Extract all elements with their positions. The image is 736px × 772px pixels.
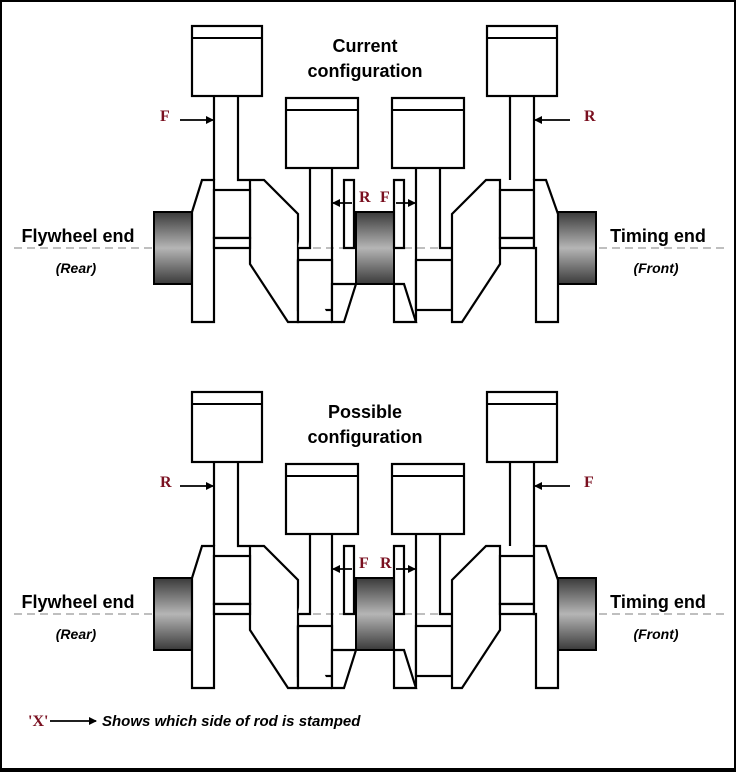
main-journal-1 — [153, 211, 193, 285]
crank-web-3-right — [450, 544, 502, 690]
crankpin-1 — [212, 554, 252, 606]
crankpin-3 — [414, 258, 454, 312]
stamp-mark-rod-3: F — [380, 189, 390, 206]
diagram-title-line-2: configuration — [308, 61, 423, 81]
crank-web-1-left — [190, 544, 216, 690]
piston-1 — [190, 390, 264, 464]
crankpin-4-cap — [498, 602, 536, 616]
flywheel-end-label: Flywheel end — [21, 592, 134, 612]
legend-symbol: 'X' — [28, 713, 48, 730]
crank-web-3-tab — [392, 178, 406, 250]
crank-web-4 — [532, 544, 560, 690]
legend: 'X' Shows which side of rod is stamped — [28, 713, 361, 730]
rear-label: (Rear) — [56, 626, 97, 642]
piston-2 — [284, 462, 360, 536]
crank-web-3-tab — [392, 544, 406, 616]
stamp-mark-rod-4: R — [584, 108, 596, 125]
crank-web-1-left — [190, 178, 216, 324]
crankpin-2-outline — [296, 626, 332, 690]
crank-web-1-right — [248, 544, 300, 690]
timing-end-label: Timing end — [610, 592, 706, 612]
stamp-mark-rod-2: R — [359, 189, 371, 206]
piston-3 — [390, 96, 466, 170]
main-journal-1 — [153, 577, 193, 651]
stamp-mark-rod-1: F — [160, 108, 170, 125]
conrod-1 — [212, 96, 250, 182]
crank-web-3-foot — [392, 282, 418, 324]
conrod-4 — [508, 96, 536, 180]
piston-1 — [190, 24, 264, 98]
piston-4 — [485, 390, 559, 464]
rear-label: (Rear) — [56, 260, 97, 276]
front-label: (Front) — [633, 626, 678, 642]
piston-3 — [390, 462, 466, 536]
crankpin-1 — [212, 188, 252, 240]
legend-text: Shows which side of rod is stamped — [102, 713, 361, 730]
crank-web-4 — [532, 178, 560, 324]
crankpin-4 — [498, 188, 536, 240]
crank-web-3-foot — [392, 648, 418, 690]
timing-end-label: Timing end — [610, 226, 706, 246]
crank-web-2-tab — [342, 544, 356, 616]
crankpin-1-cap — [212, 602, 252, 616]
crankpin-1-cap — [212, 236, 252, 250]
flywheel-end-label: Flywheel end — [21, 226, 134, 246]
stamp-mark-rod-4: F — [584, 474, 594, 491]
piston-4 — [485, 24, 559, 98]
main-journal-3 — [557, 577, 597, 651]
front-label: (Front) — [633, 260, 678, 276]
crank-web-2-foot — [330, 282, 358, 324]
stamp-mark-rod-1: R — [160, 474, 172, 491]
crankpin-2-outline — [296, 260, 332, 324]
crankpin-4-cap — [498, 236, 536, 250]
crankpin-4 — [498, 554, 536, 606]
crankpin-3 — [414, 624, 454, 678]
diagram-title-line-2: configuration — [308, 427, 423, 447]
conrod-4 — [508, 462, 536, 546]
conrod-1 — [212, 462, 250, 548]
piston-2 — [284, 96, 360, 170]
crank-web-2-foot — [330, 648, 358, 690]
stamp-mark-rod-3: R — [380, 555, 392, 572]
diagram-title-line-1: Possible — [328, 402, 402, 422]
crank-web-3-right — [450, 178, 502, 324]
crank-web-2-tab — [342, 178, 356, 250]
main-journal-3 — [557, 211, 597, 285]
main-journal-2 — [355, 577, 395, 651]
main-journal-2 — [355, 211, 395, 285]
crank-web-1-right — [248, 178, 300, 324]
diagram-title-line-1: Current — [332, 36, 397, 56]
stamp-mark-rod-2: F — [359, 555, 369, 572]
